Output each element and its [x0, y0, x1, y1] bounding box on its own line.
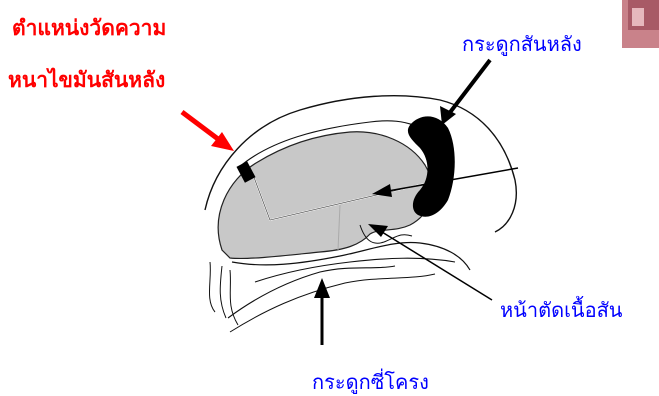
- rib-structure-3: [228, 266, 395, 318]
- rib-structure-4: [230, 274, 435, 332]
- label-spine: กระดูกสันหลัง: [462, 34, 582, 54]
- label-rib: กระดูกซี่โครง: [312, 372, 429, 392]
- red-pointer-arrow: [182, 112, 234, 151]
- loin-eye-muscle: [218, 132, 432, 259]
- photo-thumbnail-fragment: [622, 0, 659, 48]
- label-loin-eye: หน้าตัดเนื้อสัน: [500, 300, 622, 320]
- rib-structure-2: [255, 258, 455, 282]
- left-tissue-lines: [209, 262, 238, 325]
- title-line-1: ตำแหน่งวัดความ: [12, 18, 166, 39]
- title-line-2: หนาไขมันสันหลัง: [8, 70, 165, 91]
